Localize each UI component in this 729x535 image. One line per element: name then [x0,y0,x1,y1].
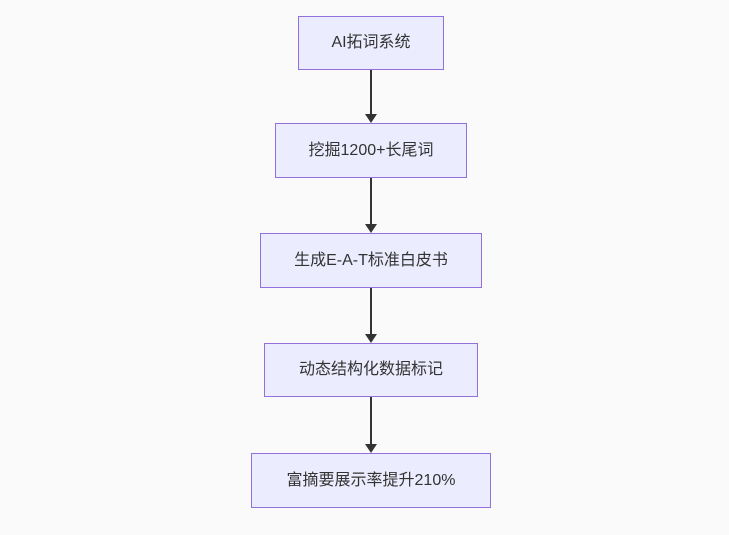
arrow-line [370,70,372,114]
flow-node-label: 生成E-A-T标准白皮书 [294,251,448,269]
flow-node-rich-snippet-uplift: 富摘要展示率提升210% [251,453,491,508]
flow-node-ai-expansion-system: AI拓词系统 [298,16,444,70]
flow-arrow-4 [365,397,377,453]
flow-node-structured-data-markup: 动态结构化数据标记 [264,343,478,397]
flow-node-label: 动态结构化数据标记 [298,361,443,379]
arrow-line [370,178,372,224]
flow-node-label: 富摘要展示率提升210% [286,471,456,489]
arrow-line [370,397,372,444]
arrow-head-icon [365,114,377,123]
flow-node-label: 挖掘1200+长尾词 [308,141,434,159]
flow-arrow-1 [365,70,377,123]
arrow-head-icon [365,334,377,343]
flow-node-eat-whitepaper: 生成E-A-T标准白皮书 [260,233,482,288]
arrow-head-icon [365,444,377,453]
arrow-line [370,288,372,334]
flow-arrow-3 [365,288,377,343]
flow-arrow-2 [365,178,377,233]
arrow-head-icon [365,224,377,233]
flow-node-longtail-mining: 挖掘1200+长尾词 [275,123,467,178]
flow-node-label: AI拓词系统 [331,34,411,52]
